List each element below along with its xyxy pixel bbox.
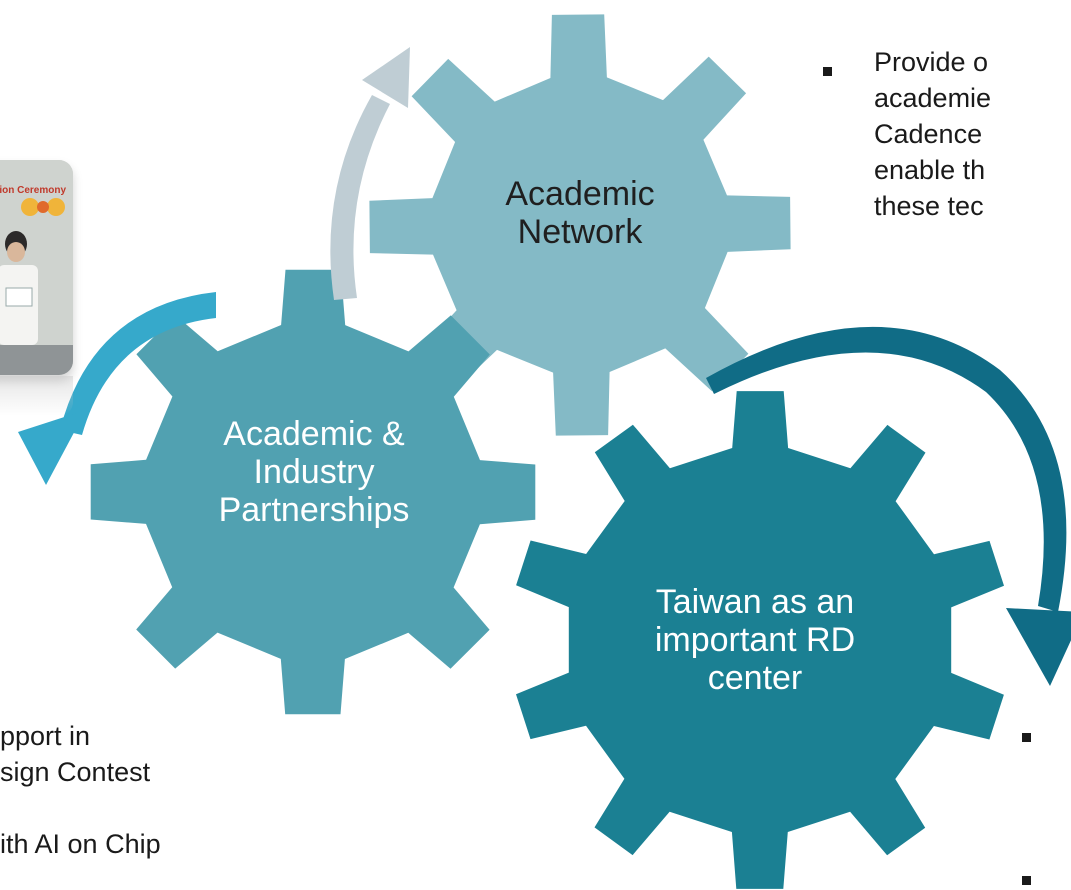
gear-partnerships xyxy=(90,269,536,715)
arrows-layer xyxy=(18,47,1071,686)
left-text-line-3: ith AI on Chip xyxy=(0,829,161,859)
right-bullet-text: Provide o academie Cadence enable th the… xyxy=(874,44,991,224)
arrow-blue-cycle xyxy=(18,292,216,485)
arrow-grey-cycle-head xyxy=(362,47,410,108)
bullet-marker-right-top xyxy=(823,67,832,76)
right-text-line-4: enable th xyxy=(874,155,986,185)
right-text-line-3: Cadence xyxy=(874,119,983,149)
arrow-blue-cycle-head xyxy=(18,410,86,485)
left-text-line-1: pport in xyxy=(0,721,91,751)
gear-taiwan-rd-center xyxy=(516,391,1004,889)
arrow-grey-cycle xyxy=(330,47,410,300)
left-text-spacer xyxy=(0,790,161,826)
photo-caption: tion Ceremony xyxy=(0,185,67,196)
academic-network-line-2: Network xyxy=(517,213,643,252)
right-text-line-5: these tec xyxy=(874,191,984,221)
bullet-marker-bottom-right-1 xyxy=(1022,733,1031,742)
arrow-teal-cycle-head xyxy=(1006,608,1071,686)
academic-network-line-1: Academic xyxy=(505,175,655,213)
taiwan-rd-center-label: Taiwan as an important RD center xyxy=(605,583,905,697)
taiwan-line-1: Taiwan as an xyxy=(655,583,855,621)
partnerships-line-2: Industry xyxy=(253,453,375,492)
arrow-teal-cycle xyxy=(706,326,1071,686)
partnerships-line-3: Partnerships xyxy=(218,491,410,530)
academic-network-label: Academic Network xyxy=(452,175,708,251)
ceremony-photo xyxy=(0,160,73,375)
left-text-line-2: sign Contest xyxy=(0,757,151,787)
right-text-line-2: academie xyxy=(874,83,992,113)
bullet-marker-bottom-right-2 xyxy=(1022,876,1031,885)
taiwan-line-3: center xyxy=(707,659,803,698)
arrow-grey-cycle-body xyxy=(330,95,390,300)
photo-illustration xyxy=(0,160,73,375)
taiwan-line-2: important RD xyxy=(654,621,856,660)
gears-layer xyxy=(90,14,1004,889)
left-bullet-text: pport in sign Contest ith AI on Chip xyxy=(0,718,161,862)
photo-reflection xyxy=(0,376,73,416)
partnerships-label: Academic & Industry Partnerships xyxy=(174,415,454,529)
right-text-line-1: Provide o xyxy=(874,47,989,77)
partnerships-line-1: Academic & xyxy=(223,415,405,453)
gear-academic-network xyxy=(369,14,791,436)
